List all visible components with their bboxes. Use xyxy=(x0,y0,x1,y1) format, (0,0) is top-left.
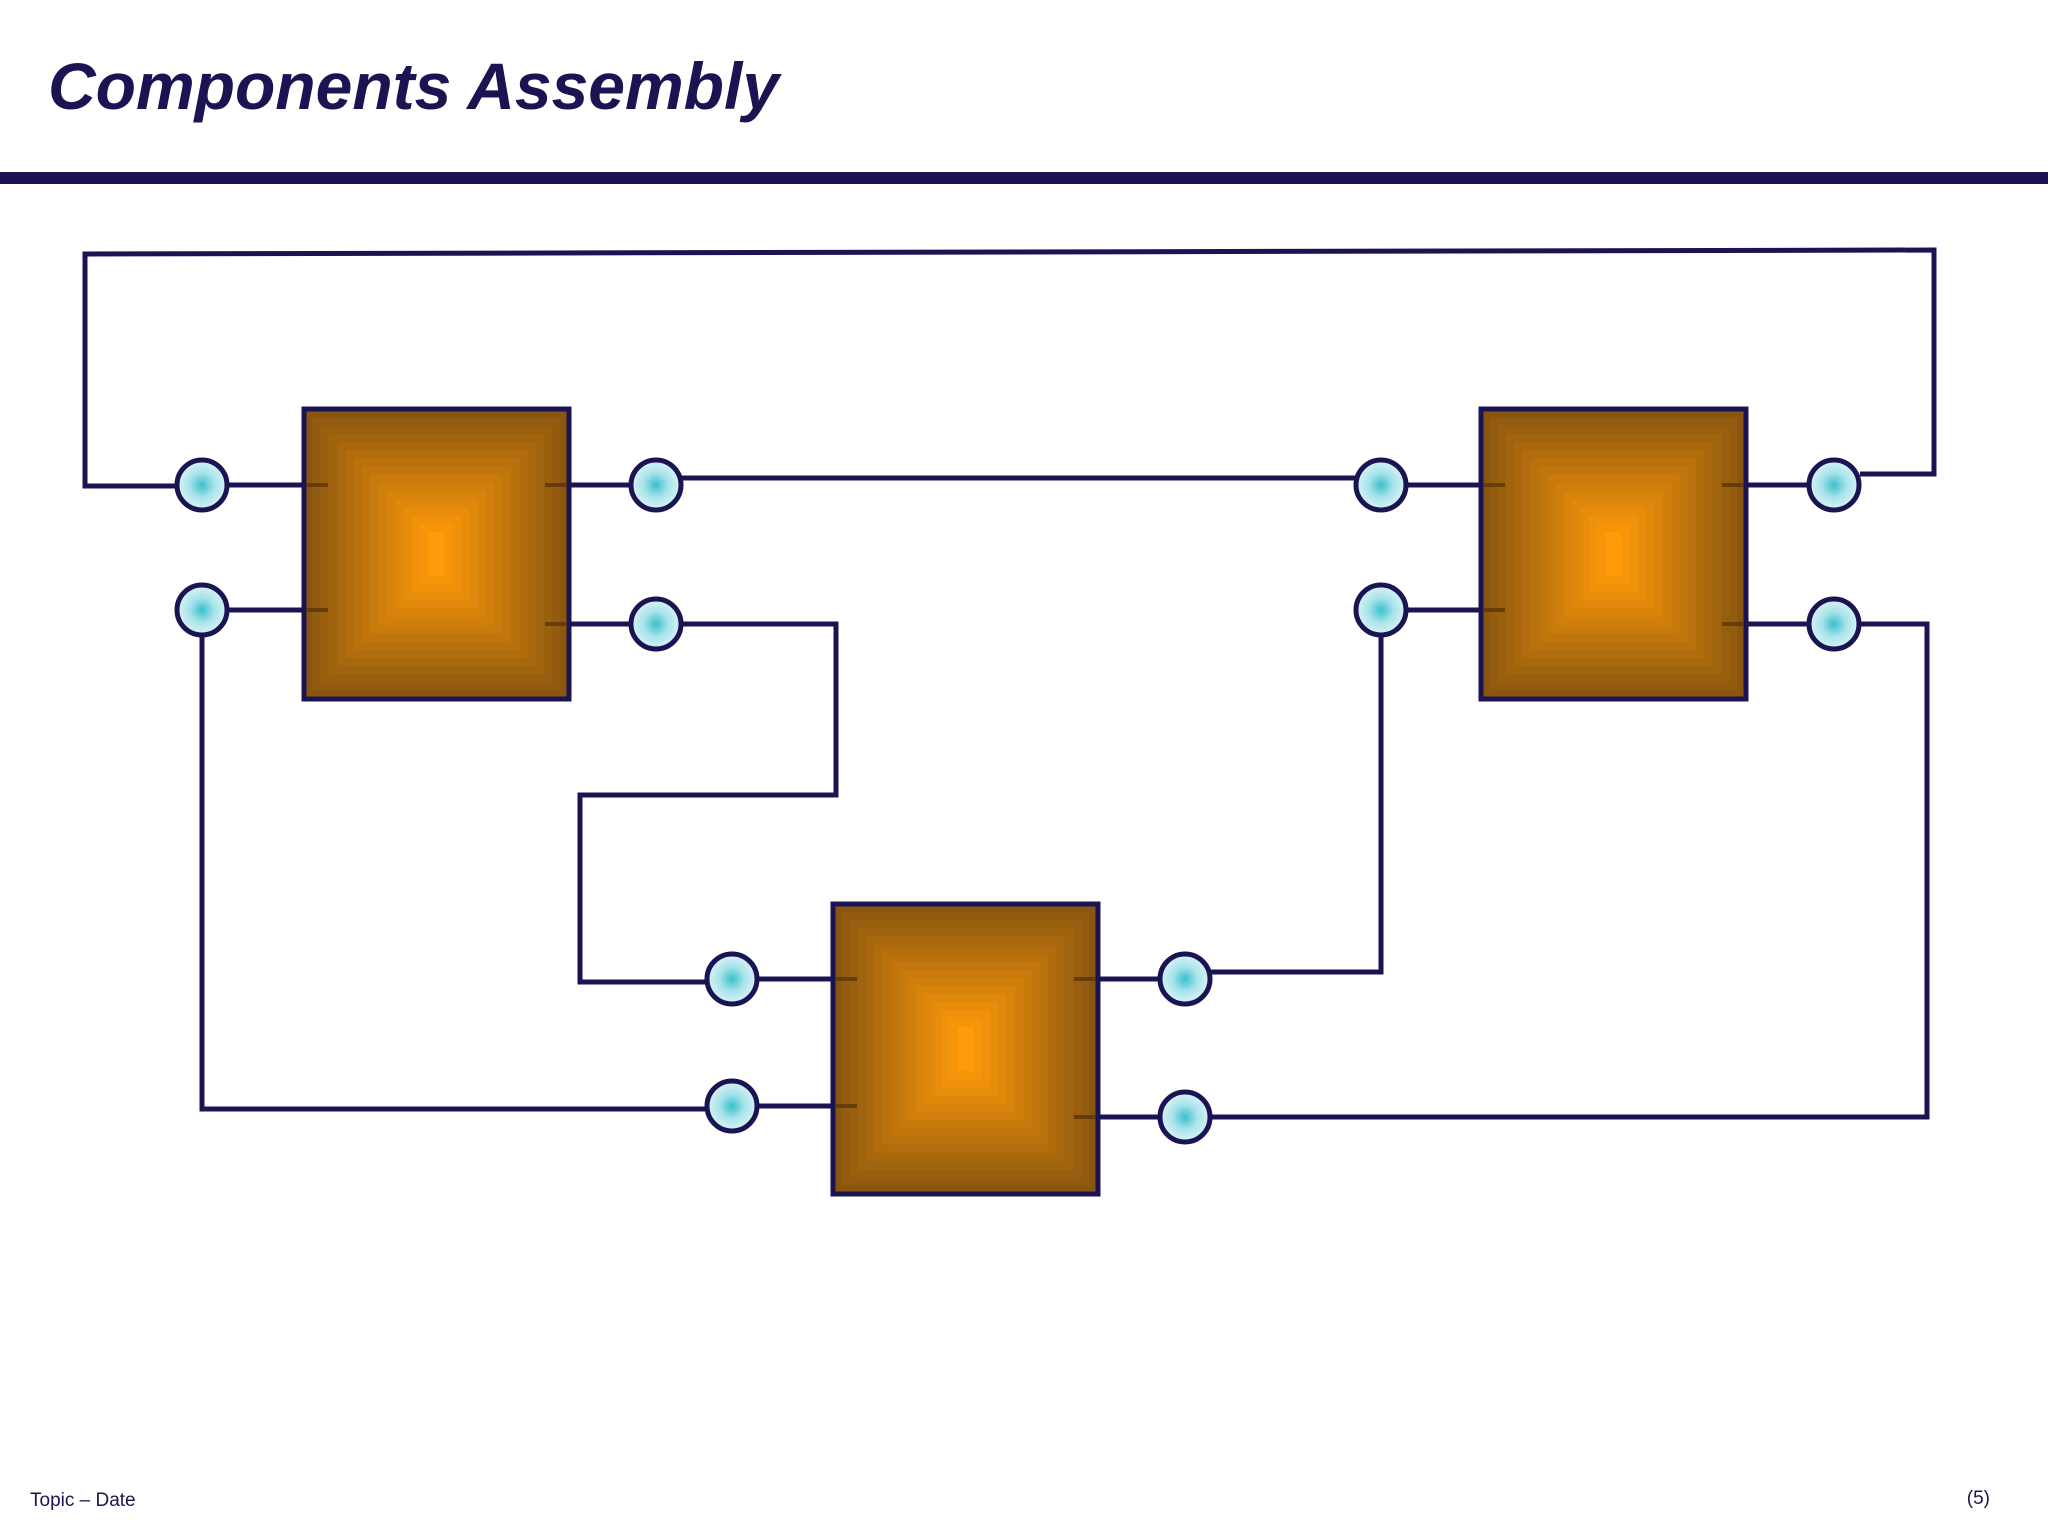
port-right-out-1 xyxy=(1806,457,1862,513)
port-bottom-out-2 xyxy=(1157,1089,1213,1145)
port-left-in-1 xyxy=(174,457,230,513)
port-right-out-2 xyxy=(1806,596,1862,652)
wire-left-to-bottom-upper xyxy=(577,621,839,985)
title-divider xyxy=(0,172,2048,184)
port-right-in-2 xyxy=(1353,582,1409,638)
component-left xyxy=(301,406,572,702)
wire-left-to-bottom-lower xyxy=(199,610,732,1112)
port-left-out-2 xyxy=(628,596,684,652)
component-bottom xyxy=(830,901,1101,1197)
wire-left-to-right xyxy=(653,475,1384,485)
component-right xyxy=(1478,406,1749,702)
page-number: (5) xyxy=(1966,1488,1990,1509)
port-bottom-in-1 xyxy=(704,951,760,1007)
wire-top-loop xyxy=(82,247,1937,489)
wire-right-to-bottom-upper xyxy=(1182,610,1384,979)
port-left-in-2 xyxy=(174,582,230,638)
port-bottom-in-2 xyxy=(704,1078,760,1134)
footer-topic-date: Topic – Date xyxy=(30,1490,136,1511)
box-gradient-step xyxy=(428,532,445,576)
box-gradient-step xyxy=(957,1027,974,1071)
page-title: Components Assembly xyxy=(48,49,780,123)
box-gradient-step xyxy=(1605,532,1622,576)
port-bottom-out-1 xyxy=(1157,951,1213,1007)
port-left-out-1 xyxy=(628,457,684,513)
wire-right-to-bottom-lower xyxy=(1185,621,1930,1120)
port-right-in-1 xyxy=(1353,457,1409,513)
